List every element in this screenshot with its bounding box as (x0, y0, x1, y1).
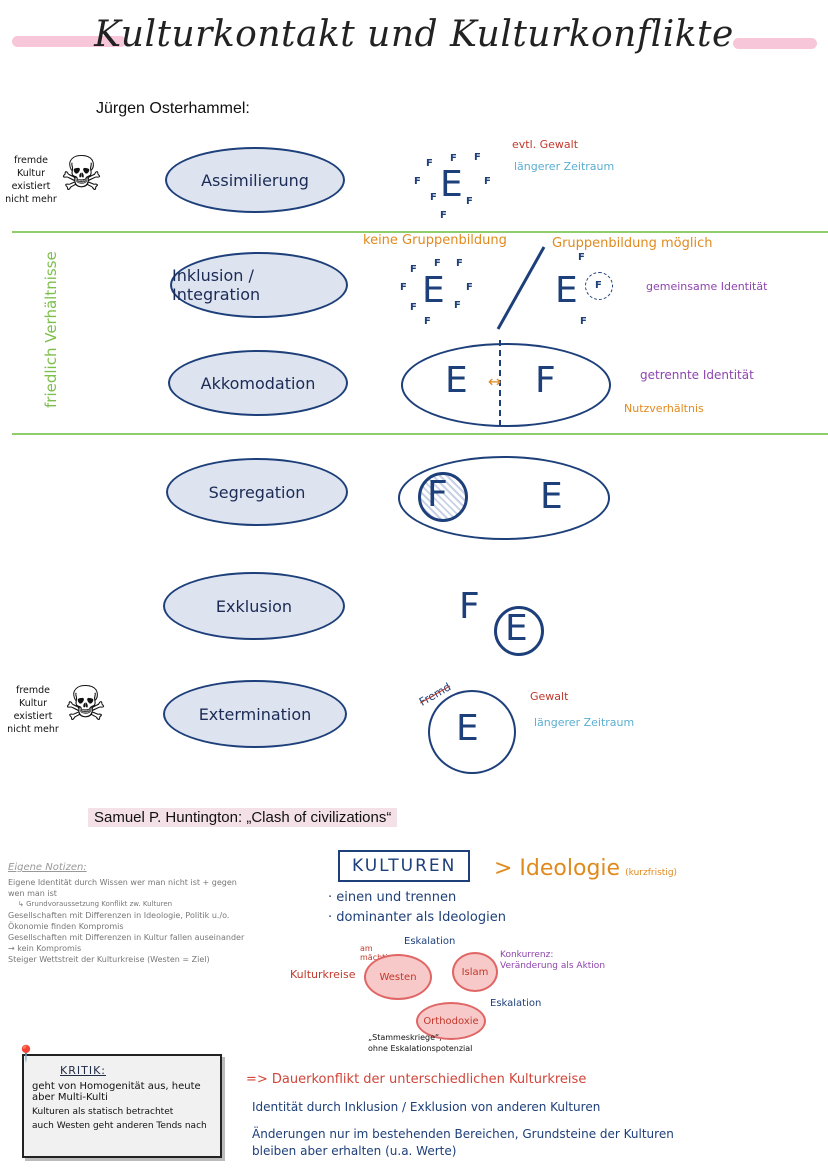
diagram-stammes: „Stammeskriege“, ohne Eskalationspotenzi… (368, 1033, 473, 1053)
akkomodation-ring (401, 343, 611, 427)
side-note-top: fremde Kultur existiert nicht mehr (5, 155, 57, 205)
letter-f: F (456, 258, 463, 269)
title-highlight-right (733, 38, 817, 49)
double-arrow-icon: ↔ (488, 372, 502, 391)
kritik-item: Kulturen als statisch betrachtet (32, 1107, 174, 1117)
stage-segregation: Segregation (166, 458, 348, 526)
letter-f: F (578, 252, 585, 263)
letter-f: F (410, 302, 417, 313)
note-group-possible: Gruppenbildung möglich (552, 236, 713, 251)
bubble-islam: Islam (452, 952, 498, 992)
letter-f: F (474, 152, 481, 163)
letter-f: F (484, 176, 491, 187)
stage-inklusion: Inklusion / Integration (170, 252, 348, 318)
letter-f-seg: F (427, 474, 448, 515)
conclusion-2: Identität durch Inklusion / Exklusion vo… (252, 1100, 601, 1114)
letter-f: F (430, 192, 437, 203)
note-item: ↳ Grundvoraussetzung Konflikt zw. Kultur… (18, 900, 173, 908)
diagram-eskalation-top: Eskalation (404, 936, 456, 947)
kritik-box: KRITIK: geht von Homogenität aus, heute … (22, 1054, 222, 1158)
skull-icon: ☠ (64, 676, 108, 732)
letter-f-exk: F (459, 586, 480, 627)
letter-f: F (466, 196, 473, 207)
letter-f: F (450, 153, 457, 164)
stage-extermination: Extermination (163, 680, 347, 748)
letter-f: F (466, 282, 473, 293)
kritik-item: auch Westen geht anderen Tends nach (32, 1121, 207, 1131)
note-item: Steiger Wettstreit der Kulturkreise (Wes… (8, 955, 210, 964)
slash-divider (496, 246, 546, 330)
bubble-westen: Westen (364, 954, 432, 1000)
note-exterm-violence: Gewalt (530, 690, 569, 703)
letter-f: F (426, 158, 433, 169)
extermination-ring (428, 690, 516, 774)
diagram-eskalation-right: Eskalation (490, 998, 542, 1009)
letter-f: F (595, 280, 602, 291)
segregation-ring (398, 456, 610, 540)
divider-top (12, 231, 828, 233)
ideology-label: > Ideologie (kurzfristig) (494, 856, 678, 881)
note-no-group: keine Gruppenbildung (363, 233, 507, 248)
side-note-bottom: fremde Kultur existiert nicht mehr (7, 685, 59, 735)
kritik-heading: KRITIK: (60, 1064, 106, 1077)
letter-e-exk: E (505, 608, 528, 649)
page-title: Kulturkontakt und Kulturkonflikte (94, 14, 734, 55)
letter-f: F (424, 316, 431, 327)
note-assim-time: längerer Zeitraum (514, 160, 615, 173)
pin-icon: 📍 (16, 1044, 36, 1063)
stage-akkomodation: Akkomodation (168, 350, 348, 416)
stage-exklusion: Exklusion (163, 572, 345, 640)
kulturen-box: KULTUREN (338, 850, 471, 882)
letter-e-inkl-right: E (555, 270, 578, 311)
note-shared-identity: gemeinsame Identität (646, 280, 768, 293)
note-assim-violence: evtl. Gewalt (512, 138, 579, 151)
author-label: Jürgen Osterhammel: (96, 100, 250, 117)
exklusion-circle (494, 606, 544, 656)
dashed-divider (499, 340, 501, 426)
kritik-item: geht von Homogenität aus, heute aber Mul… (32, 1081, 201, 1103)
own-notes-heading: Eigene Notizen: (8, 862, 87, 873)
conclusion-3: Änderungen nur im bestehenden Bereichen,… (252, 1127, 674, 1158)
conclusion-1: => Dauerkonflikt der unterschiedlichen K… (246, 1072, 587, 1087)
vertical-label: friedlich Verhältnisse (42, 251, 60, 408)
letter-e-assim: E (440, 164, 463, 205)
huntington-heading: Samuel P. Huntington: „Clash of civiliza… (88, 808, 398, 827)
hatched-circle (418, 472, 468, 522)
note-item: Gesellschaften mit Differenzen in Ideolo… (8, 911, 230, 931)
letter-f-akk: F (535, 360, 556, 401)
note-item: Gesellschaften mit Differenzen in Kultur… (8, 933, 245, 953)
title-highlight-left (12, 36, 126, 47)
letter-e-ext: E (456, 708, 479, 749)
letter-f: F (434, 258, 441, 269)
note-utility: Nutzverhältnis (624, 402, 704, 415)
note-exterm-time: längerer Zeitraum (534, 716, 635, 729)
letter-e-akk: E (445, 360, 468, 401)
skull-icon: ☠ (60, 146, 104, 202)
letter-f: F (454, 300, 461, 311)
divider-bottom (12, 433, 828, 435)
stage-assimilierung: Assimilierung (165, 147, 345, 213)
group-circle (585, 272, 613, 300)
diagram-konkurrenz: Konkurrenz: Veränderung als Aktion (500, 950, 606, 971)
note-item: Eigene Identität durch Wissen wer man ni… (8, 878, 237, 898)
diagram-kulturkreise: Kulturkreise (290, 968, 356, 981)
letter-f: F (580, 316, 587, 327)
letter-f: F (414, 176, 421, 187)
own-notes: Eigene Notizen: Eigene Identität durch W… (8, 862, 248, 965)
letter-f: F (410, 264, 417, 275)
bubble-orthodoxie: Orthodoxie (416, 1002, 486, 1040)
letter-f: F (440, 210, 447, 221)
kulturen-point-2: · dominanter als Ideologien (328, 910, 506, 925)
letter-e-seg: E (540, 476, 563, 517)
note-separate-identity: getrennte Identität (640, 368, 754, 382)
letter-f: F (400, 282, 407, 293)
kulturen-point-1: · einen und trennen (328, 890, 457, 905)
letter-e-inkl-left: E (422, 270, 445, 311)
